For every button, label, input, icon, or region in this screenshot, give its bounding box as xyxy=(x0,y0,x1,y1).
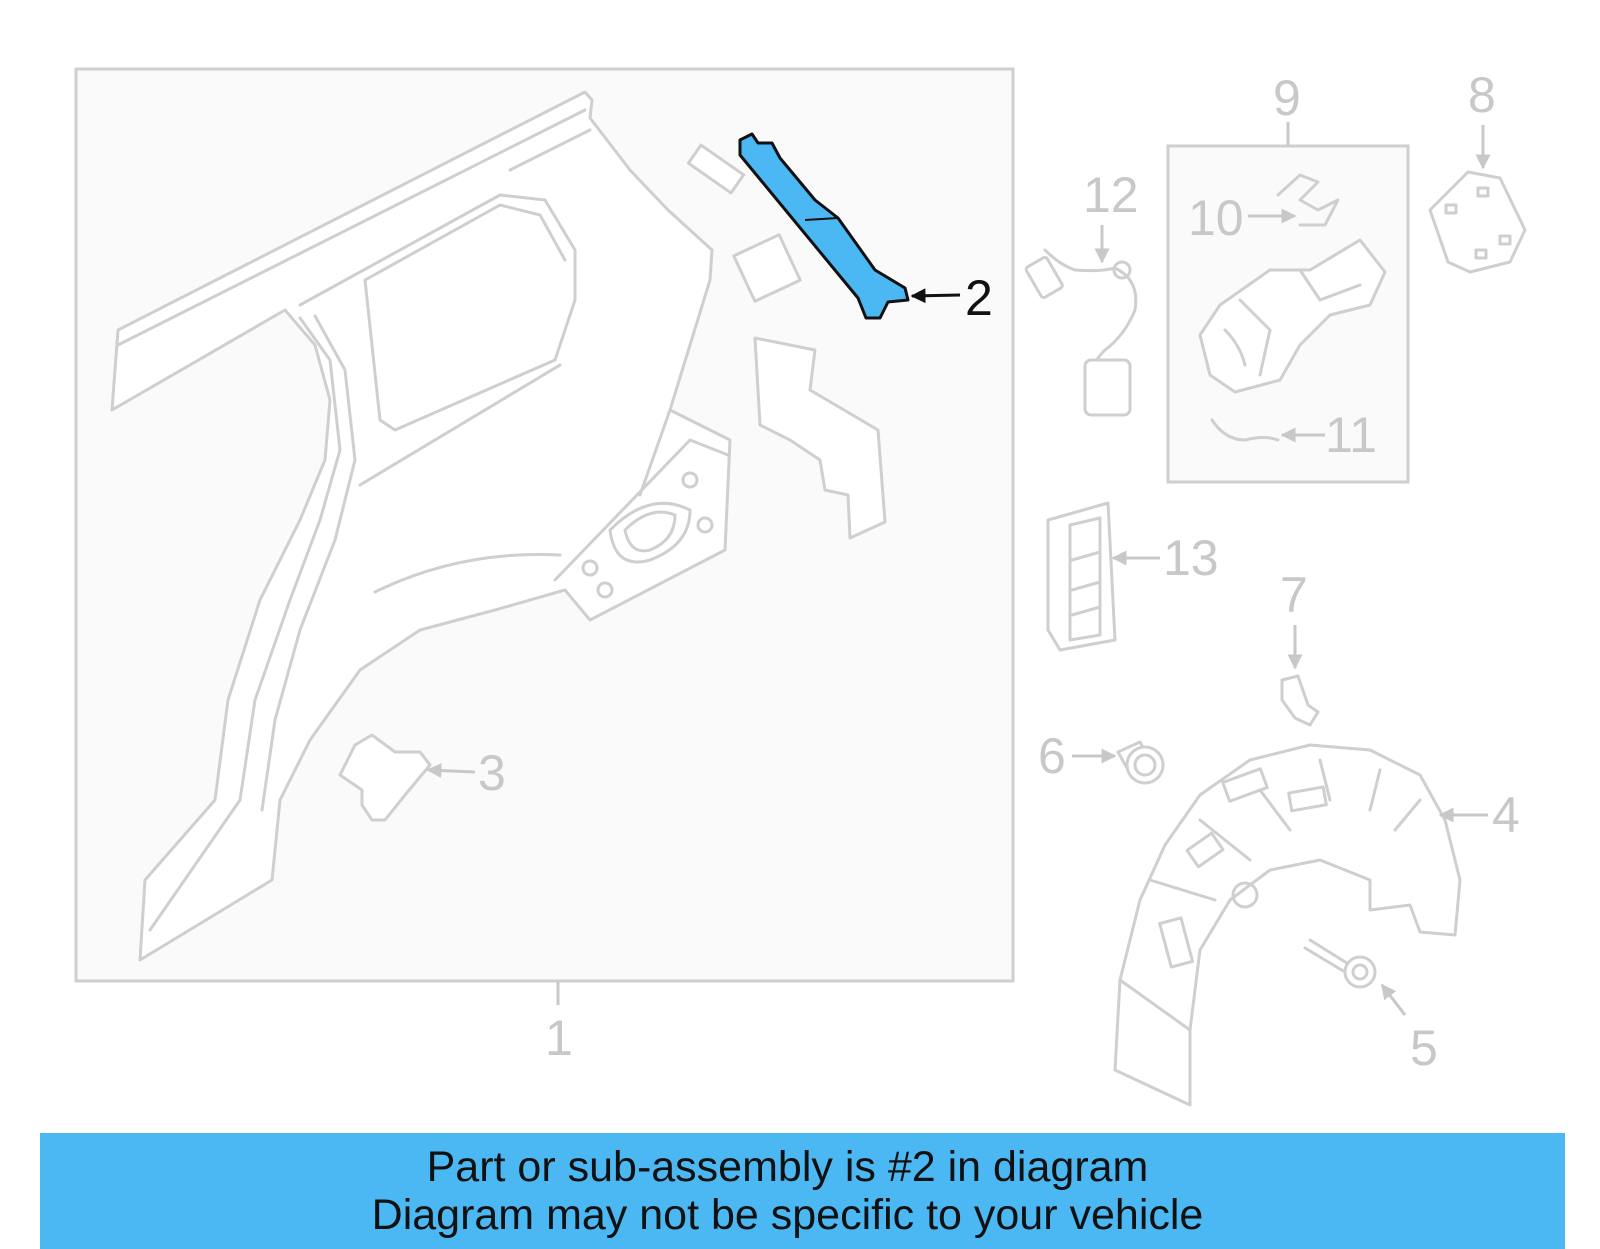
callout-label-13: 13 xyxy=(1163,530,1219,586)
part-8-hole-c xyxy=(1498,234,1512,246)
callout-label-6: 6 xyxy=(1038,728,1066,784)
callout-3-arrow xyxy=(426,763,476,779)
small-patch-a xyxy=(686,143,746,195)
part-9-fuel-door-housing xyxy=(1198,238,1387,394)
callout-label-4: 4 xyxy=(1492,787,1520,843)
part-5-screw xyxy=(1303,938,1377,989)
part-13-vent xyxy=(1046,501,1117,652)
callout-2-arrow xyxy=(910,288,961,304)
part-7-clip xyxy=(1280,674,1320,727)
callout-label-11: 11 xyxy=(1325,407,1377,463)
part-4-wheelhouse-liner xyxy=(1113,743,1462,1107)
quarter-panel-part-1 xyxy=(110,90,732,962)
part-8-hole-a xyxy=(1444,203,1458,215)
callout-label-3: 3 xyxy=(478,745,506,801)
caption-line-1: Part or sub-assembly is #2 in diagram xyxy=(426,1143,1149,1191)
caption-line-2: Diagram may not be specific to your vehi… xyxy=(371,1191,1204,1239)
part-8-hole-d xyxy=(1474,248,1488,260)
callout-5-arrow xyxy=(1380,983,1407,1016)
part-2-detail-line xyxy=(804,217,839,221)
callout-label-2: 2 xyxy=(965,270,993,326)
part-6-push-pin xyxy=(1116,740,1165,785)
part-8-fuel-door xyxy=(1428,170,1527,274)
small-patch-b xyxy=(732,233,802,303)
part-8-hole-b xyxy=(1476,186,1490,198)
callout-label-7: 7 xyxy=(1280,567,1308,623)
part-2-highlighted-brace xyxy=(738,132,910,320)
callout-label-10: 10 xyxy=(1188,190,1244,246)
part-12-wiring xyxy=(1024,248,1138,417)
part-10-clip xyxy=(1276,173,1340,227)
callout-label-1: 1 xyxy=(545,1010,573,1066)
callout-label-5: 5 xyxy=(1410,1020,1438,1076)
part-11-rod xyxy=(1210,418,1280,442)
callout-label-12: 12 xyxy=(1083,167,1139,223)
callout-label-8: 8 xyxy=(1468,67,1496,123)
callout-label-9: 9 xyxy=(1273,70,1301,126)
caption-banner: Part or sub-assembly is #2 in diagram Di… xyxy=(40,1133,1565,1249)
part-3-bracket xyxy=(338,733,432,822)
inner-bracket xyxy=(753,336,887,540)
